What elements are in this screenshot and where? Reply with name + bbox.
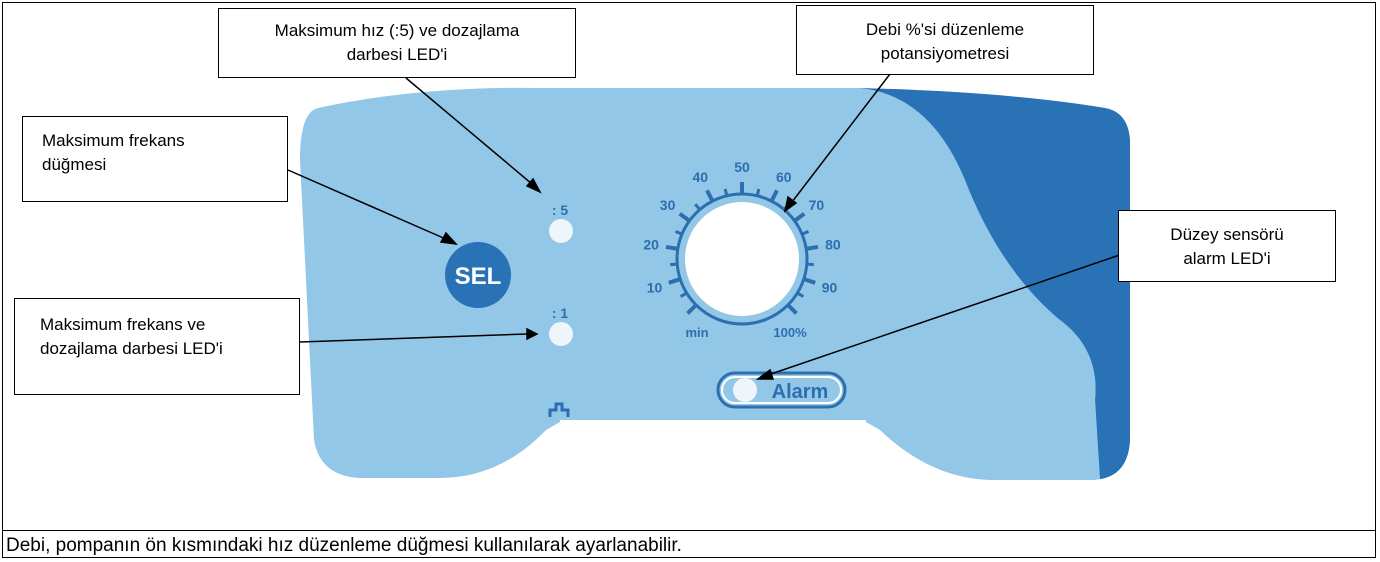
callout-max-speed-led: Maksimum hız (:5) ve dozajlama darbesi L… bbox=[218, 8, 576, 78]
dial-tick bbox=[679, 291, 689, 298]
dial-tick bbox=[668, 276, 682, 285]
dial-tick-label: 70 bbox=[809, 197, 825, 213]
callout-max-freq-led-line1: Maksimum frekans ve bbox=[40, 315, 206, 334]
dial-tick bbox=[804, 244, 819, 251]
dial-tick bbox=[800, 230, 810, 236]
dial-tick bbox=[802, 276, 816, 285]
dial-tick bbox=[755, 188, 761, 198]
max-freq-led bbox=[549, 322, 573, 346]
figure-caption: Debi, pompanın ön kısmındaki hız düzenle… bbox=[6, 535, 682, 556]
caption-divider bbox=[2, 530, 1376, 531]
dial-tick bbox=[674, 230, 684, 236]
dial-tick-label: 30 bbox=[660, 197, 676, 213]
dial-tick bbox=[678, 212, 692, 223]
dial-max-label: 100% bbox=[773, 325, 807, 340]
callout-flow-pot-line1: Debi %'si düzenleme bbox=[865, 20, 1025, 39]
max-speed-led bbox=[549, 219, 573, 243]
dial-tick bbox=[795, 291, 805, 298]
callout-max-freq-button-line2: düğmesi bbox=[42, 155, 107, 174]
callout-flow-pot-line2: potansiyometresi bbox=[880, 44, 1010, 63]
callout-flow-pot: Debi %'si düzenleme potansiyometresi bbox=[796, 5, 1094, 75]
dial-tick-label: 50 bbox=[734, 159, 750, 175]
callout-max-freq-led-line2: dozajlama darbesi LED'i bbox=[40, 339, 223, 358]
callout-level-alarm-led-line2: alarm LED'i bbox=[1183, 249, 1271, 268]
dial-tick bbox=[723, 188, 729, 198]
callout-max-freq-button-line1: Maksimum frekans bbox=[42, 131, 185, 150]
dial-tick bbox=[686, 302, 699, 315]
leader-lines bbox=[287, 73, 1147, 380]
dial-tick-label: 20 bbox=[643, 237, 659, 253]
dial-tick bbox=[805, 262, 814, 267]
dial-min-label: min bbox=[685, 325, 708, 340]
pulse-icon bbox=[548, 402, 570, 417]
alarm-label: Alarm bbox=[772, 381, 829, 403]
dial-tick-label: 40 bbox=[692, 169, 708, 185]
callout-max-freq-led: Maksimum frekans ve dozajlama darbesi LE… bbox=[14, 298, 300, 395]
dial-tick bbox=[792, 212, 806, 223]
callout-max-freq-button: Maksimum frekans düğmesi bbox=[22, 116, 288, 202]
dial-tick-label: 90 bbox=[822, 279, 838, 295]
dial-tick bbox=[665, 244, 680, 251]
panel-dark-wave bbox=[860, 88, 1130, 480]
callout-max-speed-led-line2: darbesi LED'i bbox=[346, 45, 448, 64]
alarm-led bbox=[733, 378, 757, 402]
dial-tick bbox=[785, 302, 798, 315]
dial-tick-label: 10 bbox=[647, 279, 663, 295]
dial-tick bbox=[670, 262, 679, 267]
callout-max-speed-led-line1: Maksimum hız (:5) ve dozajlama bbox=[274, 21, 520, 40]
dial-tick bbox=[694, 203, 702, 212]
flow-dial: 10 20 30 40 50 60 70 80 90 min 100% bbox=[643, 159, 841, 340]
dial-tick bbox=[705, 189, 715, 203]
alarm-indicator: Alarm bbox=[716, 371, 847, 409]
dial-tick-label: 60 bbox=[776, 169, 792, 185]
dial-tick bbox=[769, 189, 779, 203]
sel-button[interactable]: SEL bbox=[445, 242, 511, 308]
led-bottom-label: : 1 bbox=[552, 305, 569, 321]
callout-level-alarm-led: Düzey sensörü alarm LED'i bbox=[1118, 210, 1336, 282]
flow-knob[interactable] bbox=[685, 202, 799, 316]
callout-level-alarm-led-line1: Düzey sensörü bbox=[1170, 225, 1284, 244]
led-top-label: : 5 bbox=[552, 202, 569, 218]
dial-tick-label: 80 bbox=[825, 237, 841, 253]
sel-button-label: SEL bbox=[455, 263, 502, 290]
